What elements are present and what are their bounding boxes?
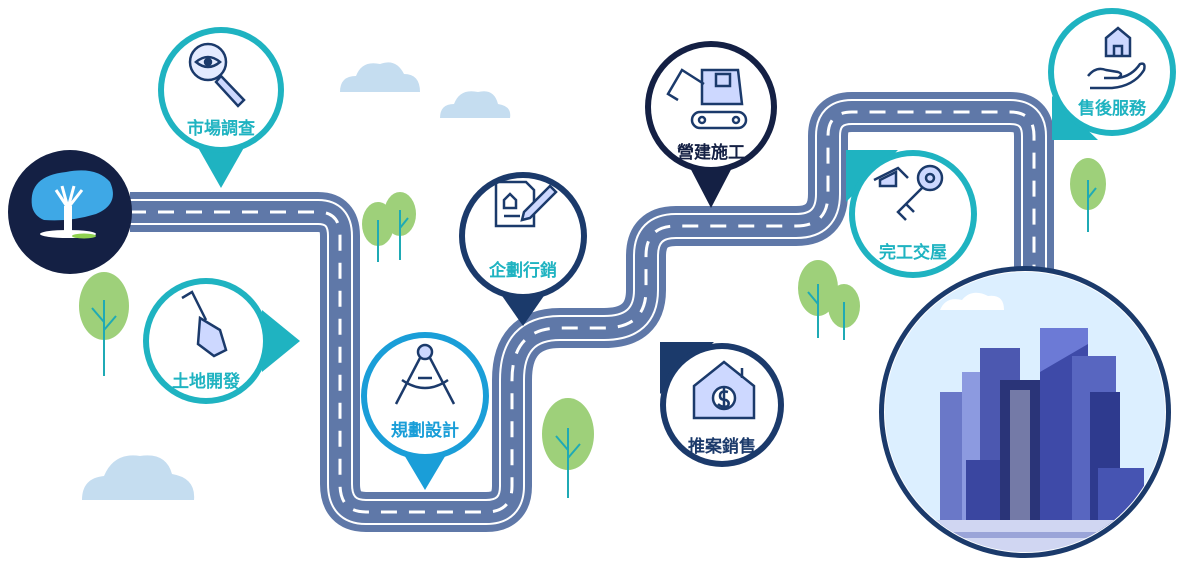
magnifier-eye-icon	[188, 42, 246, 108]
step-after-sales: 售後服務	[1048, 8, 1176, 140]
step-construction: 營建施工	[645, 41, 777, 208]
step-planning-marketing: 企劃行銷	[459, 172, 587, 326]
excavator-icon	[666, 68, 748, 130]
start-logo	[8, 150, 132, 274]
document-pen-icon	[494, 180, 558, 228]
step-completion-handover: 完工交屋	[846, 150, 977, 278]
step-label: 售後服務	[1078, 98, 1147, 119]
hand-house-icon	[1087, 26, 1146, 90]
cloud-decoration	[82, 62, 511, 500]
step-label: 推案銷售	[688, 436, 756, 457]
house-key-icon	[873, 164, 944, 221]
step-label: 規劃設計	[391, 420, 459, 441]
step-label: 企劃行銷	[488, 260, 557, 281]
step-label: 土地開發	[172, 371, 240, 392]
shovel-icon	[181, 290, 228, 358]
tree-decoration	[79, 158, 1106, 498]
step-sales: 推案銷售	[660, 342, 784, 467]
tree-logo-icon	[31, 170, 113, 239]
step-label: 市場調查	[187, 118, 256, 139]
step-market-research: 市場調查	[158, 27, 284, 188]
step-label: 營建施工	[677, 142, 745, 163]
step-planning-design: 規劃設計	[361, 332, 489, 490]
drafting-compass-icon	[394, 343, 456, 405]
step-label: 完工交屋	[879, 242, 947, 263]
house-dollar-icon	[692, 360, 756, 420]
city-skyline-illustration	[879, 266, 1171, 558]
winding-road	[130, 92, 1054, 532]
step-land-development: 土地開發	[143, 278, 300, 404]
